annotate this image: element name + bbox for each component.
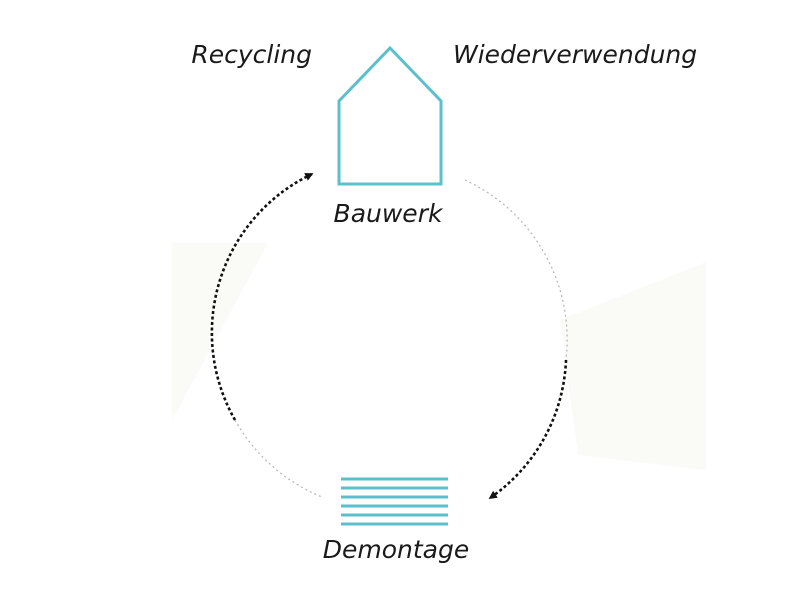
label-reuse: Wiederverwendung (453, 40, 697, 69)
house-outline-icon (337, 45, 443, 186)
recycling-arrow (210, 172, 314, 421)
label-dismantling: Demontage (323, 535, 470, 564)
stacked-layers-icon (341, 477, 448, 526)
background-shape-right (560, 262, 706, 470)
background-shape-left (172, 243, 268, 420)
label-recycling: Recycling (191, 40, 312, 69)
faint-line-right (464, 179, 568, 361)
reuse-arrow (488, 359, 568, 500)
label-building: Bauwerk (334, 199, 444, 228)
faint-line-left (234, 419, 323, 498)
